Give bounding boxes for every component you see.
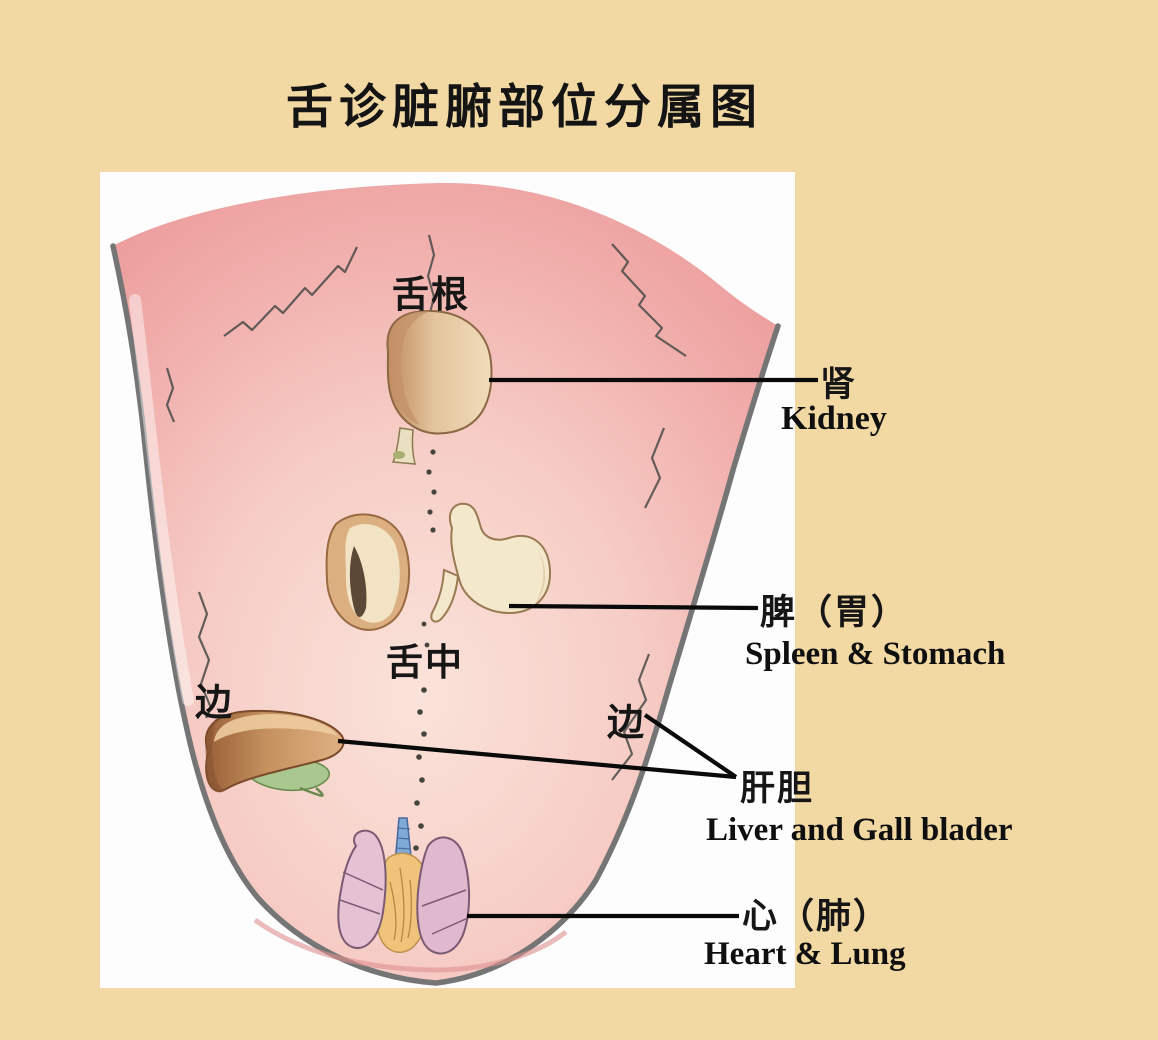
stomach-organ-icon [430, 502, 552, 623]
tongue-side-left-label: 边 [195, 681, 234, 724]
diagram-title: 舌诊脏腑部位分属图 [286, 80, 763, 135]
heart-annotation-en: Heart & Lung [704, 936, 906, 972]
side-right-leader-line [643, 713, 738, 779]
tongue-middle-label: 舌中 [386, 641, 464, 684]
spleen-annotation-en: Spleen & Stomach [745, 636, 1006, 672]
kidney-annotation-cn: 肾 [820, 365, 858, 405]
kidney-organ-icon [386, 309, 493, 465]
tongue-midline-dots [413, 449, 437, 851]
spleen-leader-line [508, 603, 759, 611]
liver-annotation-en: Liver and Gall blader [706, 812, 1013, 848]
heart-annotation-cn: 心（肺） [742, 897, 891, 937]
spleen-annotation-cn: 脾（胃） [760, 593, 909, 633]
liver-annotation-cn: 肝胆 [740, 769, 815, 809]
tongue-side-right-label: 边 [607, 701, 646, 744]
liver-gallbladder-organ-icon [205, 709, 345, 797]
kidney-annotation-en: Kidney [781, 400, 887, 437]
tongue-crack-lines [165, 234, 687, 781]
heart-lung-organ-icon [337, 817, 471, 955]
liver-leader-line [337, 738, 737, 780]
annotation-leader-lines [337, 377, 818, 919]
tongue-root-label: 舌根 [392, 273, 470, 316]
spleen-organ-icon [325, 513, 411, 631]
